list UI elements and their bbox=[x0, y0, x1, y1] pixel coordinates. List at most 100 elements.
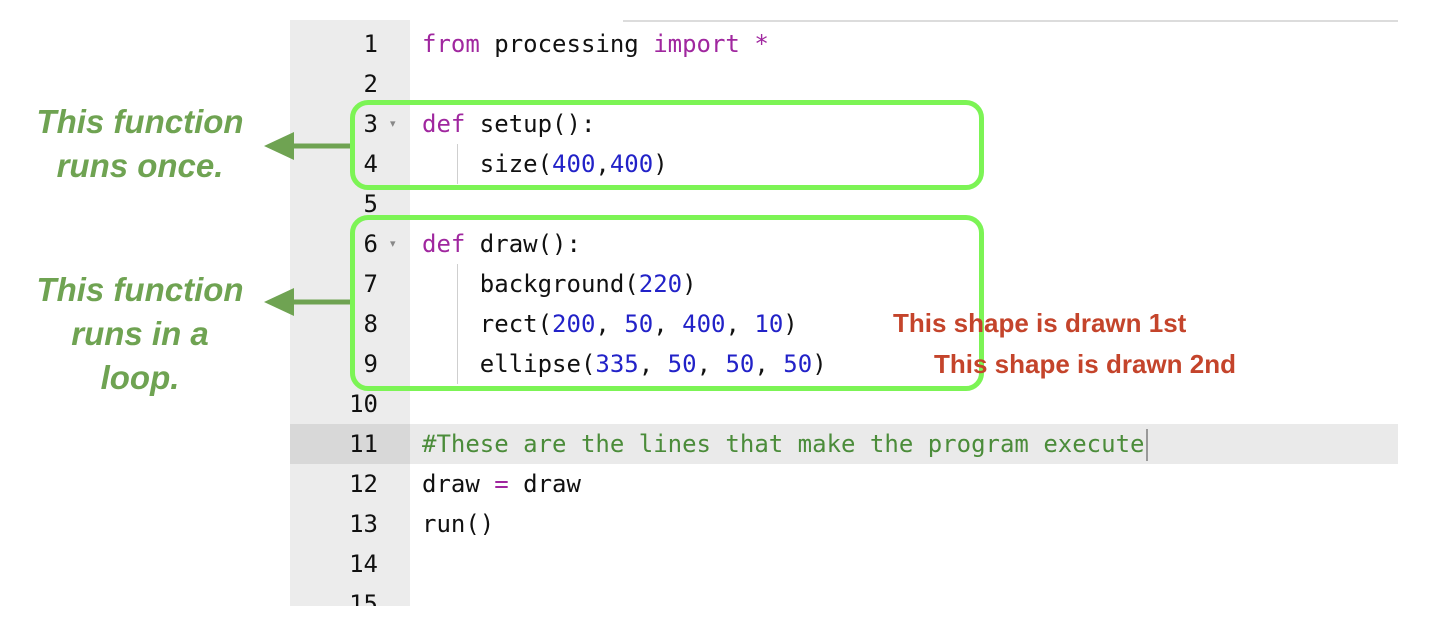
number-token: 400 bbox=[609, 150, 654, 178]
code-token: , bbox=[725, 310, 755, 338]
fold-arrow-icon[interactable]: ▾ bbox=[390, 237, 396, 250]
number-token: 10 bbox=[754, 310, 784, 338]
indent-guide bbox=[457, 344, 458, 384]
setup-note-line: runs once. bbox=[56, 147, 224, 184]
arrow-left-icon bbox=[264, 288, 350, 316]
code-line[interactable]: 13 run() bbox=[290, 504, 1398, 544]
line-number: 8 bbox=[363, 310, 378, 338]
draw-note-line: loop. bbox=[100, 359, 180, 396]
number-token: 50 bbox=[725, 350, 755, 378]
code-text[interactable]: size(400,400) bbox=[422, 144, 668, 184]
number-token: 200 bbox=[552, 310, 596, 338]
number-token: 50 bbox=[624, 310, 654, 338]
code-line[interactable]: 8 rect(200, 50, 400, 10) bbox=[290, 304, 1398, 344]
code-text[interactable]: from processing import * bbox=[422, 24, 769, 64]
line-number-cell: 8 bbox=[290, 304, 410, 344]
keyword-token: import bbox=[653, 30, 740, 58]
code-token: , bbox=[754, 350, 784, 378]
number-token: 50 bbox=[667, 350, 697, 378]
line-number-cell: 13 bbox=[290, 504, 410, 544]
line-number: 14 bbox=[349, 550, 378, 578]
rect-draw-order-note: This shape is drawn 1st bbox=[893, 308, 1187, 338]
code-token: background( bbox=[422, 270, 639, 298]
code-token: ) bbox=[653, 150, 668, 178]
number-token: 335 bbox=[595, 350, 639, 378]
code-text[interactable]: run() bbox=[422, 504, 494, 544]
text-cursor bbox=[1146, 429, 1149, 461]
number-token: 220 bbox=[638, 270, 683, 298]
code-line[interactable]: 7 background(220) bbox=[290, 264, 1398, 304]
code-text[interactable]: #These are the lines that make the progr… bbox=[422, 424, 1149, 464]
line-number: 4 bbox=[363, 150, 378, 178]
code-text[interactable]: draw = draw bbox=[422, 464, 581, 504]
line-number: 5 bbox=[363, 190, 378, 218]
code-line[interactable]: 10 bbox=[290, 384, 1398, 424]
line-number: 15 bbox=[349, 590, 378, 606]
number-token: 400 bbox=[552, 150, 596, 178]
draw-note-line: This function bbox=[36, 271, 244, 308]
code-line[interactable]: 11 #These are the lines that make the pro… bbox=[290, 424, 1398, 464]
line-number-cell: 7 bbox=[290, 264, 410, 304]
line-number-cell: 1 bbox=[290, 24, 410, 64]
setup-function-highlight bbox=[350, 100, 984, 190]
line-number: 10 bbox=[349, 390, 378, 418]
keyword-token: from bbox=[422, 30, 480, 58]
line-number-cell: 14 bbox=[290, 544, 410, 584]
keyword-token: = bbox=[494, 470, 509, 498]
editor-top-border bbox=[623, 20, 1398, 22]
setup-note: This function runs once. bbox=[10, 100, 270, 188]
draw-function-highlight bbox=[350, 215, 984, 391]
keyword-token: * bbox=[754, 30, 769, 58]
line-number: 11 bbox=[349, 430, 378, 458]
indent-guide bbox=[457, 144, 458, 184]
code-token: , bbox=[638, 350, 668, 378]
code-text[interactable]: def draw(): bbox=[422, 224, 581, 264]
code-token: ) bbox=[682, 270, 697, 298]
comment-token: #These are the lines that make the progr… bbox=[422, 430, 1145, 458]
code-line[interactable]: 9 ellipse(335, 50, 50, 50) bbox=[290, 344, 1398, 384]
code-line[interactable]: 4 size(400,400) bbox=[290, 144, 1398, 184]
line-number: 1 bbox=[363, 30, 378, 58]
code-token: processing bbox=[479, 30, 654, 58]
line-number-cell: 6▾ bbox=[290, 224, 410, 264]
code-token: ellipse( bbox=[422, 350, 596, 378]
number-token: 50 bbox=[783, 350, 813, 378]
number-token: 400 bbox=[682, 310, 726, 338]
keyword-token: def bbox=[422, 230, 466, 258]
line-number-cell: 11 bbox=[290, 424, 410, 464]
code-line[interactable]: 3▾def setup(): bbox=[290, 104, 1398, 144]
arrow-left-icon bbox=[264, 132, 350, 160]
code-token: draw(): bbox=[465, 230, 581, 258]
line-number: 7 bbox=[363, 270, 378, 298]
line-number-cell: 2 bbox=[290, 64, 410, 104]
code-line[interactable]: 5 bbox=[290, 184, 1398, 224]
code-line[interactable]: 6▾ def draw(): bbox=[290, 224, 1398, 264]
line-number-cell: 9 bbox=[290, 344, 410, 384]
code-token: ) bbox=[783, 310, 798, 338]
code-line[interactable]: 2 bbox=[290, 64, 1398, 104]
line-number-cell: 10 bbox=[290, 384, 410, 424]
code-text[interactable]: ellipse(335, 50, 50, 50) bbox=[422, 344, 827, 384]
code-token: , bbox=[595, 310, 625, 338]
code-token: rect( bbox=[422, 310, 553, 338]
line-number: 2 bbox=[363, 70, 378, 98]
line-number: 13 bbox=[349, 510, 378, 538]
code-text[interactable]: def setup(): bbox=[422, 104, 595, 144]
fold-arrow-icon[interactable]: ▾ bbox=[390, 117, 396, 130]
code-token: , bbox=[696, 350, 726, 378]
code-line[interactable]: 15 bbox=[290, 584, 1398, 606]
line-number: 12 bbox=[349, 470, 378, 498]
line-number-cell: 12 bbox=[290, 464, 410, 504]
line-number-cell: 5 bbox=[290, 184, 410, 224]
line-number-cell: 15 bbox=[290, 584, 410, 606]
code-token: ) bbox=[812, 350, 827, 378]
code-text[interactable]: rect(200, 50, 400, 10) bbox=[422, 304, 798, 344]
draw-note-line: runs in a bbox=[71, 315, 209, 352]
code-line[interactable]: 1 from processing import * bbox=[290, 24, 1398, 64]
code-line[interactable]: 14 bbox=[290, 544, 1398, 584]
code-token: , bbox=[595, 150, 610, 178]
code-line[interactable]: 12 draw = draw bbox=[290, 464, 1398, 504]
code-text[interactable]: background(220) bbox=[422, 264, 697, 304]
